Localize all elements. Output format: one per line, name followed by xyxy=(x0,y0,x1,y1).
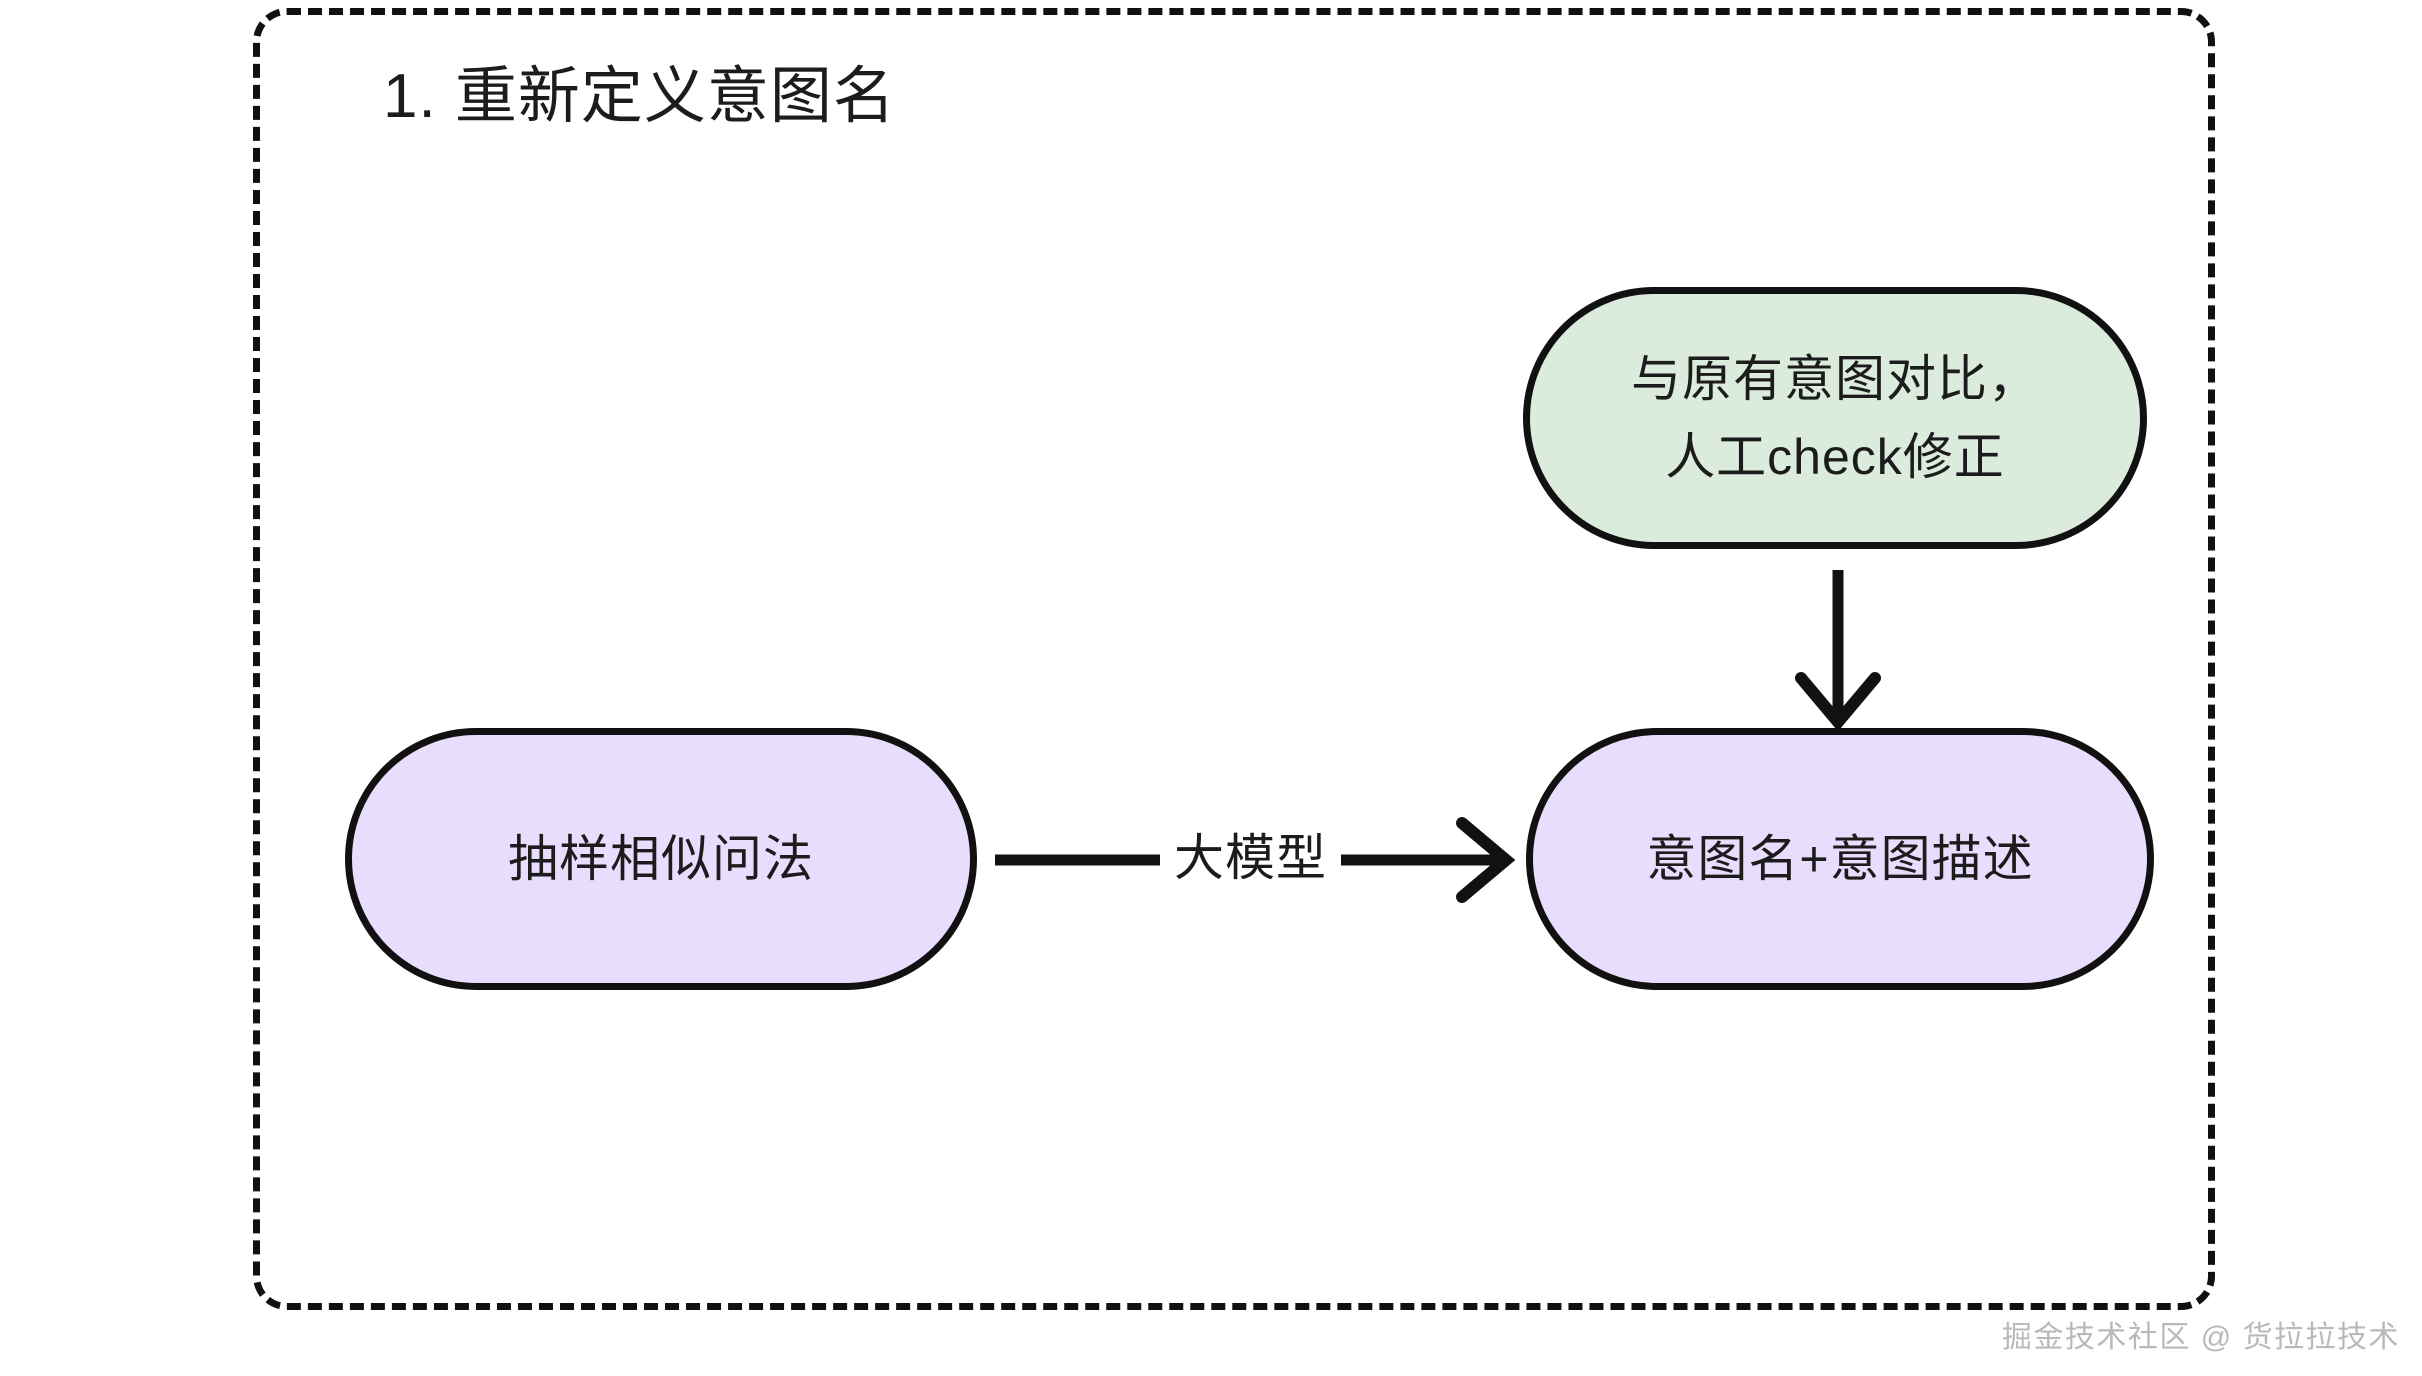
section-title: 1. 重新定义意图名 xyxy=(383,62,896,131)
node-compare-check-label: 与原有意图对比， 人工check修正 xyxy=(1601,340,2069,496)
node-compare-check[interactable]: 与原有意图对比， 人工check修正 xyxy=(1523,287,2147,549)
node-intent-name-desc[interactable]: 意图名+意图描述 xyxy=(1526,728,2154,990)
node-sample-label: 抽样相似问法 xyxy=(508,831,814,887)
node-sample[interactable]: 抽样相似问法 xyxy=(345,728,977,990)
watermark: 掘金技术社区 @ 货拉拉技术 xyxy=(2001,1321,2400,1354)
edge-label-large-model: 大模型 xyxy=(1160,828,1341,888)
node-compare-check-label-line1: 与原有意图对比， xyxy=(1631,351,2039,407)
node-intent-name-desc-label: 意图名+意图描述 xyxy=(1646,831,2034,887)
dashed-group-container xyxy=(253,8,2215,1310)
node-compare-check-label-line2: 人工check修正 xyxy=(1665,429,2005,485)
